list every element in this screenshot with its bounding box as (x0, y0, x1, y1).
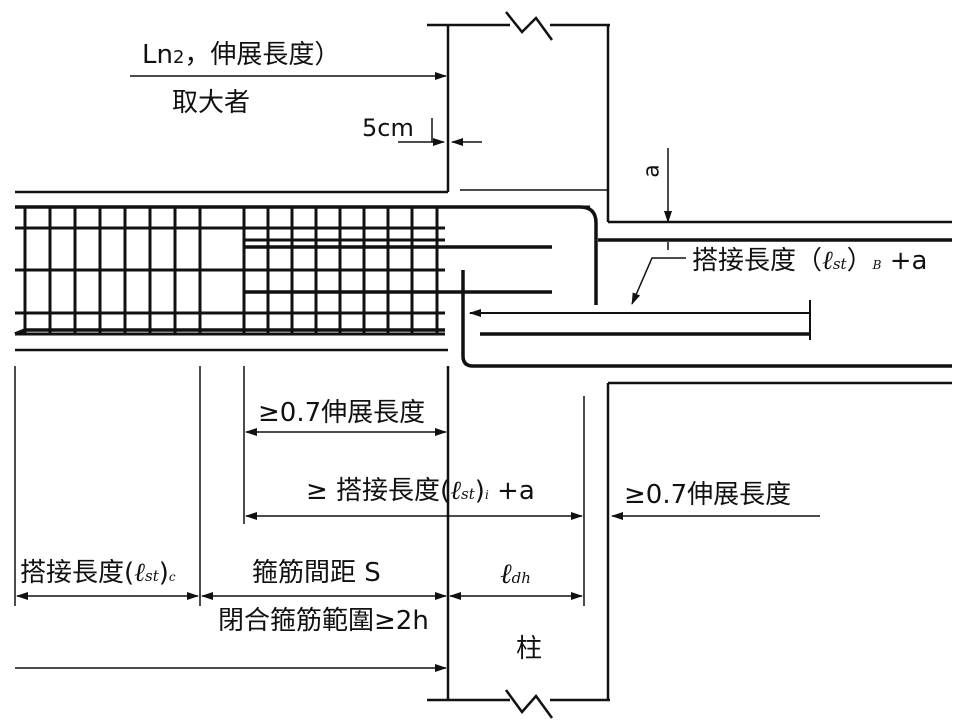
top-lap-sub: st (832, 255, 847, 273)
left-lap-sub2: c (168, 570, 176, 584)
mid-lap-ell: ℓ (450, 476, 462, 506)
ldh-label: ℓdh (500, 560, 531, 588)
closed-stirrup-range-label: 閉合箍筋範圍≥2h (218, 606, 429, 636)
take-larger-label: 取大者 (172, 88, 251, 118)
left-lap-prefix: 搭接長度( (20, 558, 135, 588)
main-bars (14, 205, 952, 368)
mid-lap-sub: st (461, 485, 475, 503)
ldh-ell: ℓ (500, 557, 512, 590)
top-lap-length-label: 搭接長度（ℓst）B +a (692, 248, 927, 274)
lap-bars (469, 300, 811, 340)
beam-outline (15, 189, 608, 352)
column-label: 柱 (516, 634, 543, 664)
left-lap-close: ) (158, 558, 169, 588)
ext-07-right-label: ≥0.7伸展長度 (624, 480, 792, 510)
stirrup-mesh (15, 205, 590, 336)
dim-a-label: a (639, 164, 665, 178)
left-lap-length-label: 搭接長度(ℓst)c (20, 560, 176, 586)
top-lap-prefix: 搭接長度（ (692, 246, 823, 276)
left-lap-sub: st (145, 567, 159, 585)
ldh-sub: dh (511, 569, 531, 587)
dimension-lines (14, 72, 820, 672)
left-lap-ell: ℓ (134, 558, 145, 588)
top-lap-sub2: B (872, 258, 882, 272)
top-lap-close: ） (846, 246, 873, 276)
ext-07-left-label: ≥0.7伸展長度 (258, 398, 426, 428)
ln2-rest: ，伸展長度） (184, 40, 341, 70)
ln2-subscript: 2 (172, 47, 185, 68)
cover-5cm-label: 5cm (362, 114, 414, 142)
top-lap-tail: +a (881, 246, 928, 276)
mid-lap-length-label: ≥ 搭接長度(ℓst)i +a (306, 478, 535, 504)
mid-lap-sub2: i (484, 488, 489, 502)
stirrup-spacing-label: 箍筋間距 S (252, 558, 381, 588)
top-lap-ell: ℓ (822, 246, 833, 276)
mid-lap-prefix: ≥ 搭接長度( (306, 476, 451, 506)
mid-lap-tail: +a (488, 476, 535, 506)
ln2-prefix: Ln (142, 40, 173, 70)
mid-lap-close: ) (474, 476, 485, 506)
ln2-extension-label: Ln2，伸展長度） (142, 42, 340, 68)
